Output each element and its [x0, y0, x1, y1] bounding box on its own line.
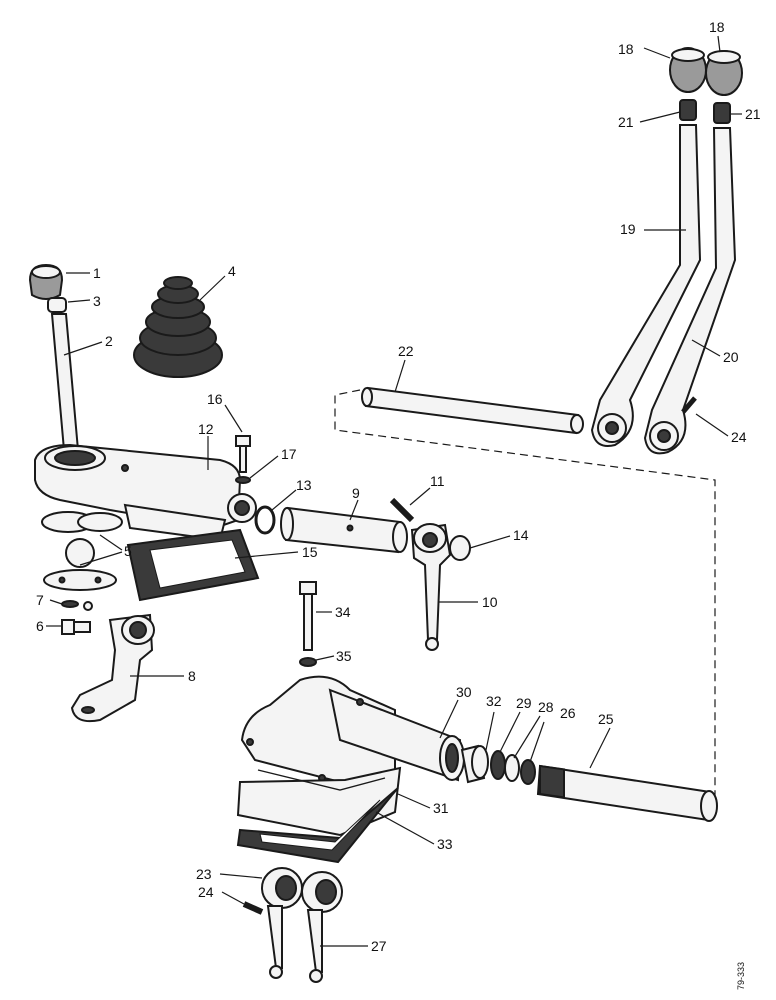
label-part-22: 22 [398, 343, 414, 359]
knob-18-right [705, 50, 743, 96]
collar-3 [47, 297, 67, 313]
bolt-6 [61, 601, 93, 635]
gasket-15 [126, 528, 260, 602]
collar-21-left [679, 99, 697, 121]
gasket-33 [236, 787, 399, 864]
label-part-11: 11 [430, 473, 445, 489]
label-part-18-left: 18 [618, 41, 634, 57]
bolt-34 [299, 581, 317, 651]
label-part-19: 19 [620, 221, 636, 237]
label-part-5: 5 [124, 543, 132, 559]
label-part-29: 29 [516, 695, 532, 711]
label-part-31: 31 [433, 800, 449, 816]
label-part-24-upper: 24 [731, 429, 747, 445]
label-part-15: 15 [302, 544, 318, 560]
collar-21-right [713, 102, 731, 124]
label-part-3: 3 [93, 293, 101, 309]
housing-12 [34, 443, 257, 542]
lever-19 [590, 124, 702, 447]
assembly-dashed-line [334, 389, 716, 800]
washer-28 [504, 754, 520, 782]
label-part-23: 23 [196, 866, 212, 882]
label-part-25: 25 [598, 711, 614, 727]
label-part-34: 34 [335, 604, 351, 620]
label-part-21-left: 21 [618, 114, 634, 130]
label-part-7: 7 [36, 592, 44, 608]
washer-17 [235, 476, 251, 484]
lever-27 [301, 871, 343, 983]
cover-30 [240, 675, 465, 784]
label-part-12: 12 [198, 421, 214, 437]
pin-11 [389, 497, 415, 523]
lever-10 [410, 523, 452, 651]
rubber-boot-4 [133, 276, 223, 378]
tube-9 [280, 506, 408, 554]
cap-14 [449, 535, 471, 561]
label-part-33: 33 [437, 836, 453, 852]
label-part-26: 26 [560, 705, 576, 721]
label-part-16: 16 [207, 391, 223, 407]
bracket-8 [70, 613, 155, 723]
reference-code: 79-333 [736, 962, 746, 990]
label-part-6: 6 [36, 618, 44, 634]
label-part-8: 8 [188, 668, 196, 684]
shaft-22 [364, 386, 580, 435]
gear-lever-2 [50, 313, 80, 451]
washer-7 [61, 600, 79, 608]
label-part-20: 20 [723, 349, 739, 365]
label-part-14: 14 [513, 527, 529, 543]
label-part-35: 35 [336, 648, 352, 664]
label-part-4: 4 [228, 263, 236, 279]
shaft-25 [536, 764, 718, 822]
label-part-2: 2 [105, 333, 113, 349]
label-part-28: 28 [538, 699, 554, 715]
o-ring-13 [254, 505, 276, 535]
collar-23 [261, 867, 303, 979]
ring-29 [490, 750, 506, 780]
label-part-32: 32 [486, 693, 502, 709]
label-part-30: 30 [456, 684, 472, 700]
bolt-16 [235, 435, 251, 473]
label-part-18-right: 18 [709, 19, 725, 35]
label-part-10: 10 [482, 594, 498, 610]
knob-18-left [669, 47, 707, 93]
body-31 [236, 766, 402, 837]
label-part-17: 17 [281, 446, 297, 462]
bush-26 [520, 759, 536, 785]
label-part-1: 1 [93, 265, 101, 281]
pin-24-lower [242, 901, 264, 915]
pin-24-upper [681, 396, 697, 414]
label-part-27: 27 [371, 938, 387, 954]
label-part-24-lower: 24 [198, 884, 214, 900]
label-part-9: 9 [352, 485, 360, 501]
label-part-13: 13 [296, 477, 312, 493]
bush-32 [460, 744, 489, 784]
knob-1 [28, 263, 64, 300]
label-part-21-right: 21 [745, 106, 761, 122]
nut-35 [299, 657, 317, 667]
ball-joint-5 [41, 511, 123, 591]
